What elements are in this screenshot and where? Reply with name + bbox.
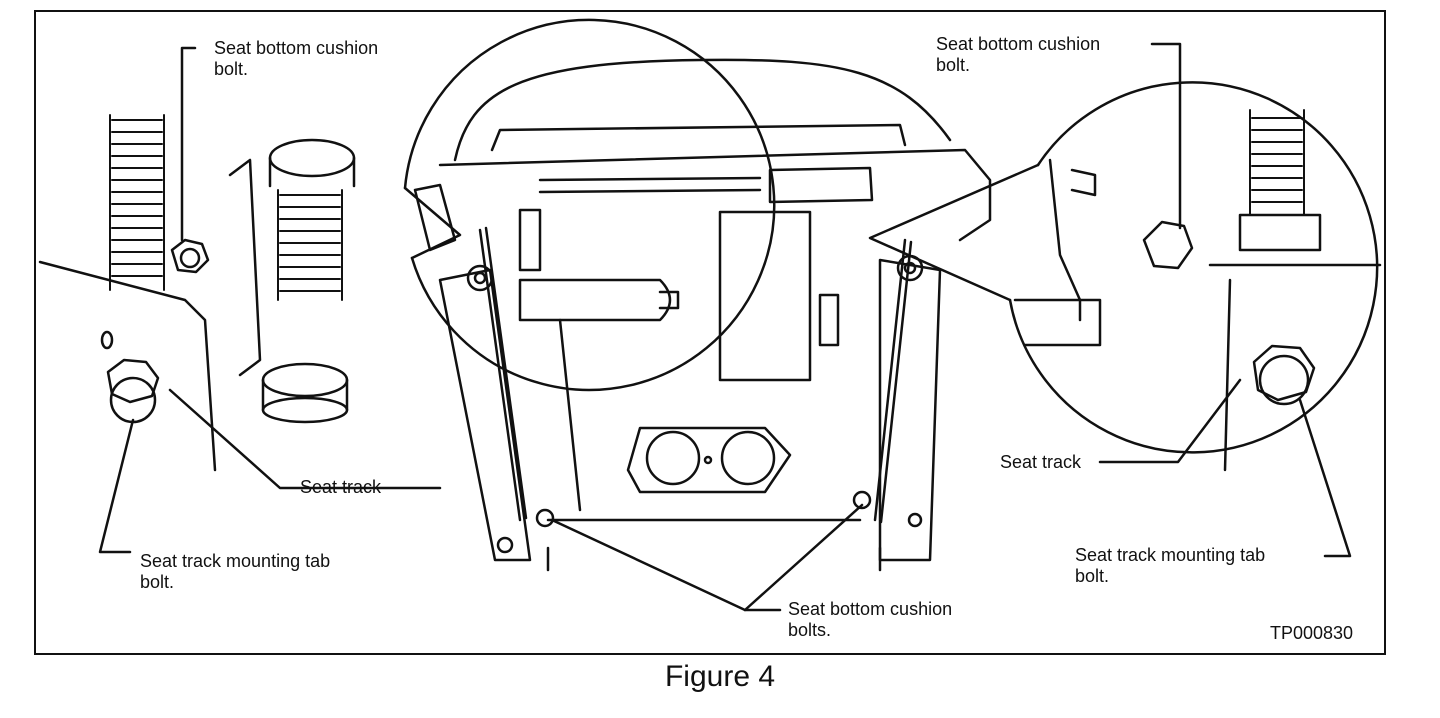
figure-id: TP000830 [1270, 623, 1354, 643]
label-top-left-text: Seat bottom cushion bolt. [214, 38, 379, 79]
label-top-left-cushion-bolt: Seat bottom cushion bolt. [214, 38, 378, 80]
label-mounting-tab-right: Seat track mounting tab bolt. [1075, 545, 1265, 587]
right-detail-circle [868, 42, 1382, 558]
figure-caption: Figure 4 [664, 660, 776, 693]
label-mounting-tab-right-text: Seat track mounting tab bolt. [1075, 545, 1266, 586]
label-bottom-cushion-bolts-text: Seat bottom cushion bolts. [788, 599, 953, 640]
label-bottom-cushion-bolts: Seat bottom cushion bolts. [788, 599, 952, 641]
figure-frame [34, 10, 1386, 655]
label-top-right-text: Seat bottom cushion bolt. [936, 34, 1101, 75]
left-detail-circle [38, 18, 776, 554]
seat-frame [413, 58, 992, 612]
label-mounting-tab-left-text: Seat track mounting tab bolt. [140, 551, 331, 592]
label-top-right-cushion-bolt: Seat bottom cushion bolt. [936, 34, 1100, 76]
label-mounting-tab-left: Seat track mounting tab bolt. [140, 551, 330, 593]
label-seat-track-right: Seat track [1000, 452, 1082, 472]
label-seat-track-left: Seat track [300, 477, 382, 497]
